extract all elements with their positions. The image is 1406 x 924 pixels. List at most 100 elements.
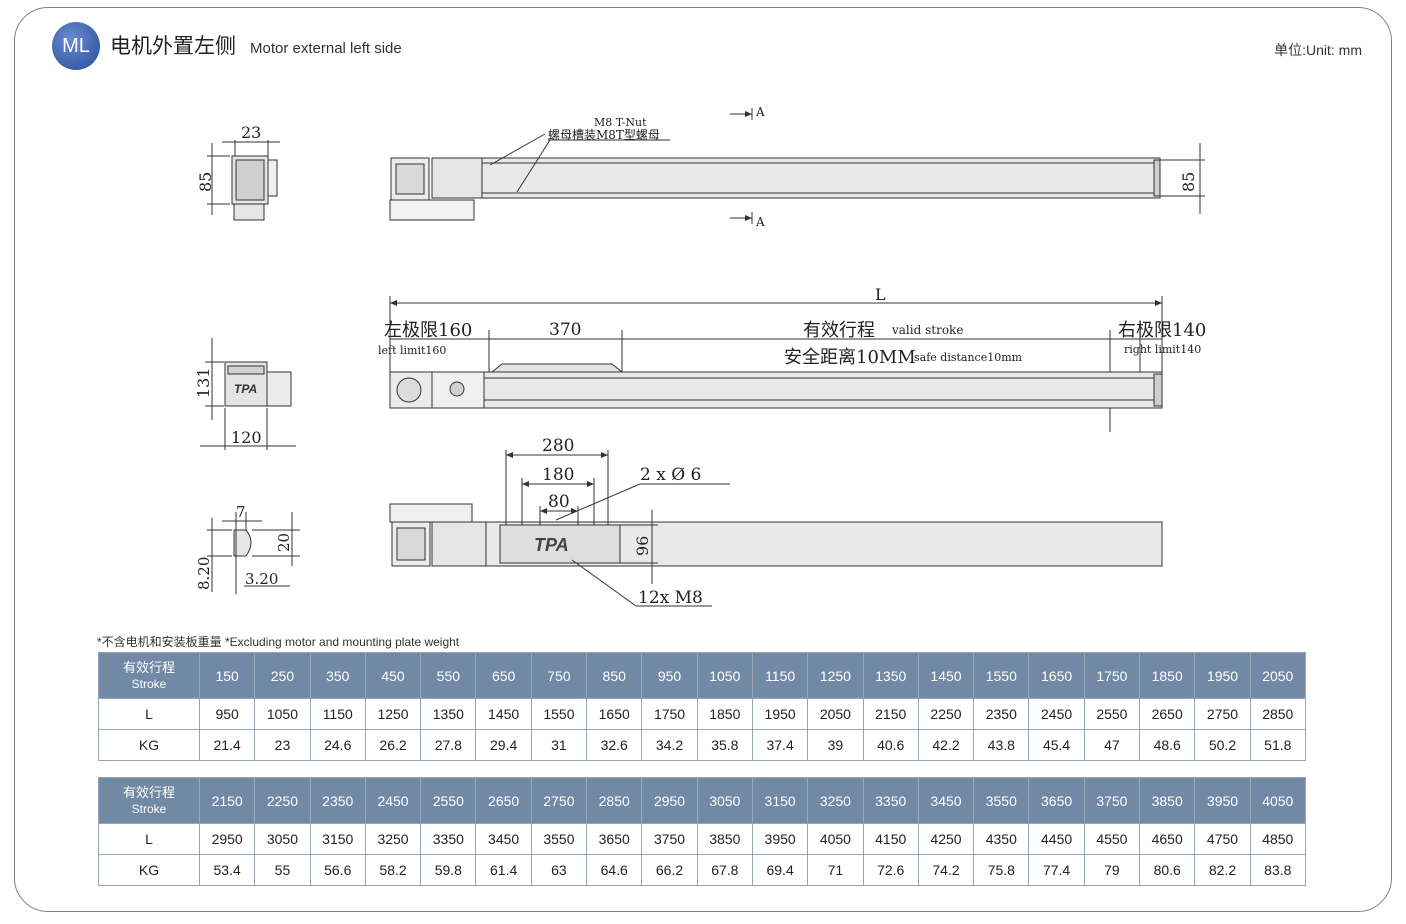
length-cell: 950 [198,698,256,730]
stroke-cell: 3450 [917,777,975,824]
logo-carriage: TPA [534,535,569,555]
length-label: L [875,285,886,304]
stroke-cell: 750 [530,652,588,699]
weight-cell: 55 [254,854,311,886]
end-view [200,338,296,450]
slot-820: 8.20 [195,557,213,590]
length-cell: 1450 [475,698,532,730]
stroke-cell: 1650 [1028,652,1085,699]
length-cell: 4350 [973,823,1030,855]
weight-cell: 72.6 [862,854,919,886]
stroke-cell: 3650 [1028,777,1085,824]
length-cell: 4550 [1083,823,1141,855]
stroke-header-cell: 有效行程 Stroke [98,777,200,824]
weight-cell: 26.2 [364,729,422,761]
dim-180: 180 [542,465,574,485]
stroke-cell: 2650 [475,777,532,824]
weight-cell: 82.2 [1194,854,1251,886]
weight-cell: 67.8 [696,854,753,886]
stroke-cell: 3550 [973,777,1030,824]
side-height-label: 85 [196,172,215,192]
stroke-cell: 250 [254,652,311,699]
length-cell: 4750 [1194,823,1251,855]
model-badge: ML [52,22,100,70]
stroke-cell: 2450 [364,777,422,824]
stroke-header-cn: 有效行程 [122,659,175,675]
length-cell: 1050 [254,698,311,730]
stroke-cell: 450 [364,652,422,699]
length-cell: 3650 [586,823,643,855]
weight-cell: 71 [807,854,864,886]
weight-cell: 27.8 [420,729,477,761]
end-width-label: 120 [231,428,262,447]
stroke-cell: 350 [309,652,366,699]
safe-distance-en: safe distance10mm [914,351,1023,364]
length-cell: 3850 [696,823,753,855]
stroke-cell: 3950 [1194,777,1251,824]
top-view [389,108,1205,224]
stroke-cell: 550 [420,652,477,699]
unit-label: 单位:Unit: mm [1274,42,1362,58]
carriage-length-label: 370 [549,320,581,340]
weight-cell: 48.6 [1139,729,1196,761]
stroke-cell: 2250 [254,777,311,824]
length-cell: 2850 [1249,698,1306,730]
stroke-cell: 3250 [807,777,864,824]
valid-stroke-cn: 有效行程 [803,320,875,341]
stroke-cell: 3050 [696,777,753,824]
weight-cell: 77.4 [1028,854,1085,886]
length-cell: 4250 [917,823,975,855]
weight-cell: 42.2 [917,729,975,761]
title-chinese: 电机外置左侧 [110,34,236,58]
length-cell: 3250 [364,823,422,855]
stroke-cell: 1450 [917,652,975,699]
stroke-cell: 3850 [1139,777,1196,824]
weight-cell: 37.4 [751,729,809,761]
length-cell: 2450 [1028,698,1085,730]
length-cell: 3950 [751,823,809,855]
weight-cell: 40.6 [862,729,919,761]
weight-cell: 58.2 [364,854,422,886]
section-mark-top: A [755,105,765,119]
weight-note: *不含电机和安装板重量 *Excluding motor and mountin… [97,635,460,649]
weight-cell: 64.6 [586,854,643,886]
weight-cell: 50.2 [1194,729,1251,761]
stroke-cell: 1250 [807,652,864,699]
weight-row-header: KG [98,854,200,886]
length-cell: 4850 [1249,823,1306,855]
stroke-cell: 2750 [530,777,588,824]
stroke-cell: 1050 [696,652,753,699]
dim-80: 80 [548,492,570,512]
length-cell: 4050 [807,823,864,855]
stroke-header-en: Stroke [131,676,167,691]
stroke-cell: 2050 [1249,652,1306,699]
stroke-cell: 2850 [586,777,643,824]
stroke-cell: 850 [586,652,643,699]
slot-height-20: 20 [275,533,293,552]
weight-cell: 75.8 [973,854,1030,886]
left-limit-cn: 左极限160 [384,320,472,341]
length-cell: 3050 [254,823,311,855]
stroke-cell: 2150 [198,777,256,824]
length-cell: 2250 [917,698,975,730]
stroke-cell: 1350 [862,652,919,699]
stroke-cell: 3150 [751,777,809,824]
stroke-cell: 4050 [1249,777,1306,824]
stroke-cell: 1950 [1194,652,1251,699]
slot-320: 3.20 [245,570,278,588]
thread-label: 12x M8 [638,588,703,608]
front-height-label: 85 [1179,172,1198,192]
stroke-cell: 1750 [1083,652,1141,699]
weight-cell: 21.4 [198,729,256,761]
weight-cell: 29.4 [475,729,532,761]
stroke-cell: 1550 [973,652,1030,699]
weight-cell: 66.2 [641,854,698,886]
stroke-cell: 3750 [1083,777,1141,824]
length-cell: 1150 [309,698,366,730]
